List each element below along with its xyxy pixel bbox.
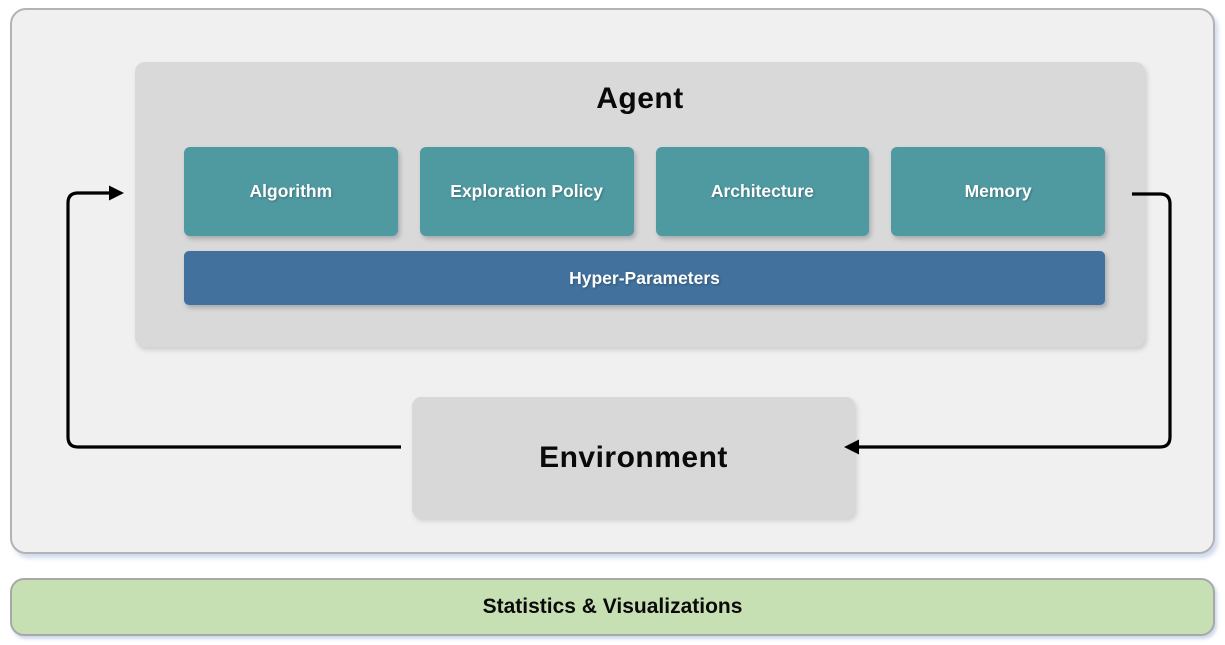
- hyper-parameters-bar: Hyper-Parameters: [184, 251, 1105, 305]
- rl-loop-container: Agent Algorithm Exploration Policy Archi…: [10, 8, 1215, 554]
- module-exploration-policy: Exploration Policy: [419, 147, 634, 236]
- agent-box: Agent Algorithm Exploration Policy Archi…: [135, 62, 1145, 347]
- environment-box: Environment: [412, 397, 855, 518]
- module-algorithm: Algorithm: [184, 147, 398, 236]
- module-architecture: Architecture: [655, 147, 870, 236]
- agent-title: Agent: [596, 82, 684, 115]
- statistics-visualizations-bar: Statistics & Visualizations: [10, 578, 1215, 636]
- module-memory: Memory: [891, 147, 1105, 236]
- agent-modules-row: Algorithm Exploration Policy Architectur…: [184, 147, 1105, 236]
